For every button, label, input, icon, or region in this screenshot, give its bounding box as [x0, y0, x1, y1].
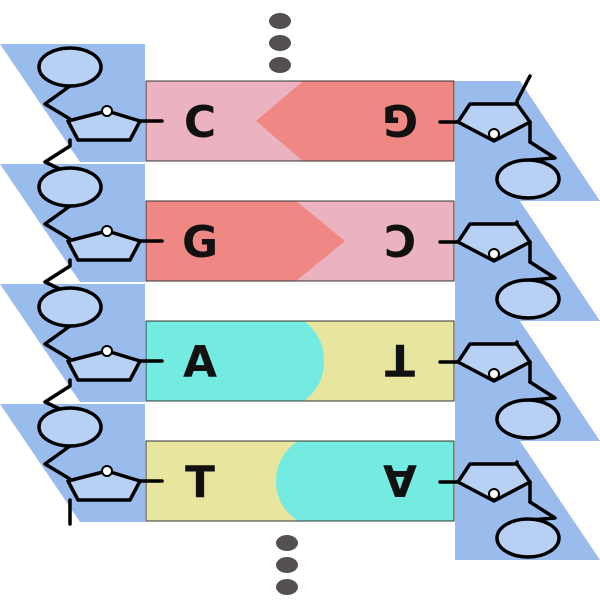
oxygen-atom [101, 225, 113, 237]
sugar-pentagon [456, 102, 532, 143]
ellipsis-dot [269, 13, 291, 29]
phosphate-circle [37, 286, 103, 328]
sugar-pentagon [456, 222, 532, 263]
right-base-letter-1: G [382, 94, 418, 145]
base-g-block [256, 81, 454, 161]
right-base-letter-2: C [384, 214, 416, 265]
right-base-letter-3: T [385, 334, 415, 385]
sugar-pentagon [66, 229, 142, 262]
right-base-links [438, 120, 460, 484]
left-base-letter-3: A [183, 337, 217, 388]
oxygen-atom [488, 248, 500, 260]
base-g-block [146, 201, 345, 281]
base-letters: C G A T G C T A [182, 94, 418, 508]
ellipsis-dot [269, 57, 291, 73]
sugar-pentagon [66, 349, 142, 382]
right-sugar-oxygens [488, 128, 500, 500]
phosphate-circle [37, 406, 103, 448]
phosphate-circle [495, 517, 561, 559]
phosphate-circle [37, 166, 103, 208]
left-sugar-group [66, 109, 142, 502]
ellipsis-dot [276, 557, 298, 573]
right-base-letter-4: A [383, 454, 417, 505]
phosphate-circle [495, 278, 561, 320]
sugar-pentagon [456, 462, 532, 503]
right-phosphate-group [495, 158, 561, 559]
left-strand-connectors [43, 84, 72, 526]
base-a-block [146, 321, 324, 401]
base-pair-2 [145, 200, 455, 282]
base-pair-3 [145, 320, 455, 402]
continuation-dots-bottom [276, 535, 298, 595]
oxygen-atom [101, 465, 113, 477]
phosphate-circle [495, 398, 561, 440]
left-strand [37, 46, 164, 526]
left-base-letter-1: C [184, 97, 216, 148]
base-a-block [276, 441, 454, 521]
left-base-letter-2: G [182, 217, 218, 268]
left-phosphate-group [37, 46, 103, 448]
oxygen-atom [101, 105, 113, 117]
oxygen-atom [488, 488, 500, 500]
sugar-pentagon [66, 109, 142, 142]
left-base-links [138, 119, 164, 483]
phosphate-circle [495, 158, 561, 200]
base-pair-4 [145, 440, 455, 522]
sugar-pentagon [456, 342, 532, 383]
left-sugar-oxygens [101, 105, 113, 477]
oxygen-atom [488, 128, 500, 140]
base-pair-1 [145, 80, 455, 162]
right-strand [438, 74, 561, 559]
ellipsis-dot [269, 35, 291, 51]
oxygen-atom [488, 368, 500, 380]
ellipsis-dot [276, 579, 298, 595]
ellipsis-dot [276, 535, 298, 551]
continuation-dots-top [269, 13, 291, 73]
left-base-letter-4: T [185, 457, 215, 508]
sugar-pentagon [66, 469, 142, 502]
oxygen-atom [101, 345, 113, 357]
phosphate-circle [37, 46, 103, 88]
right-sugar-group [456, 102, 532, 503]
